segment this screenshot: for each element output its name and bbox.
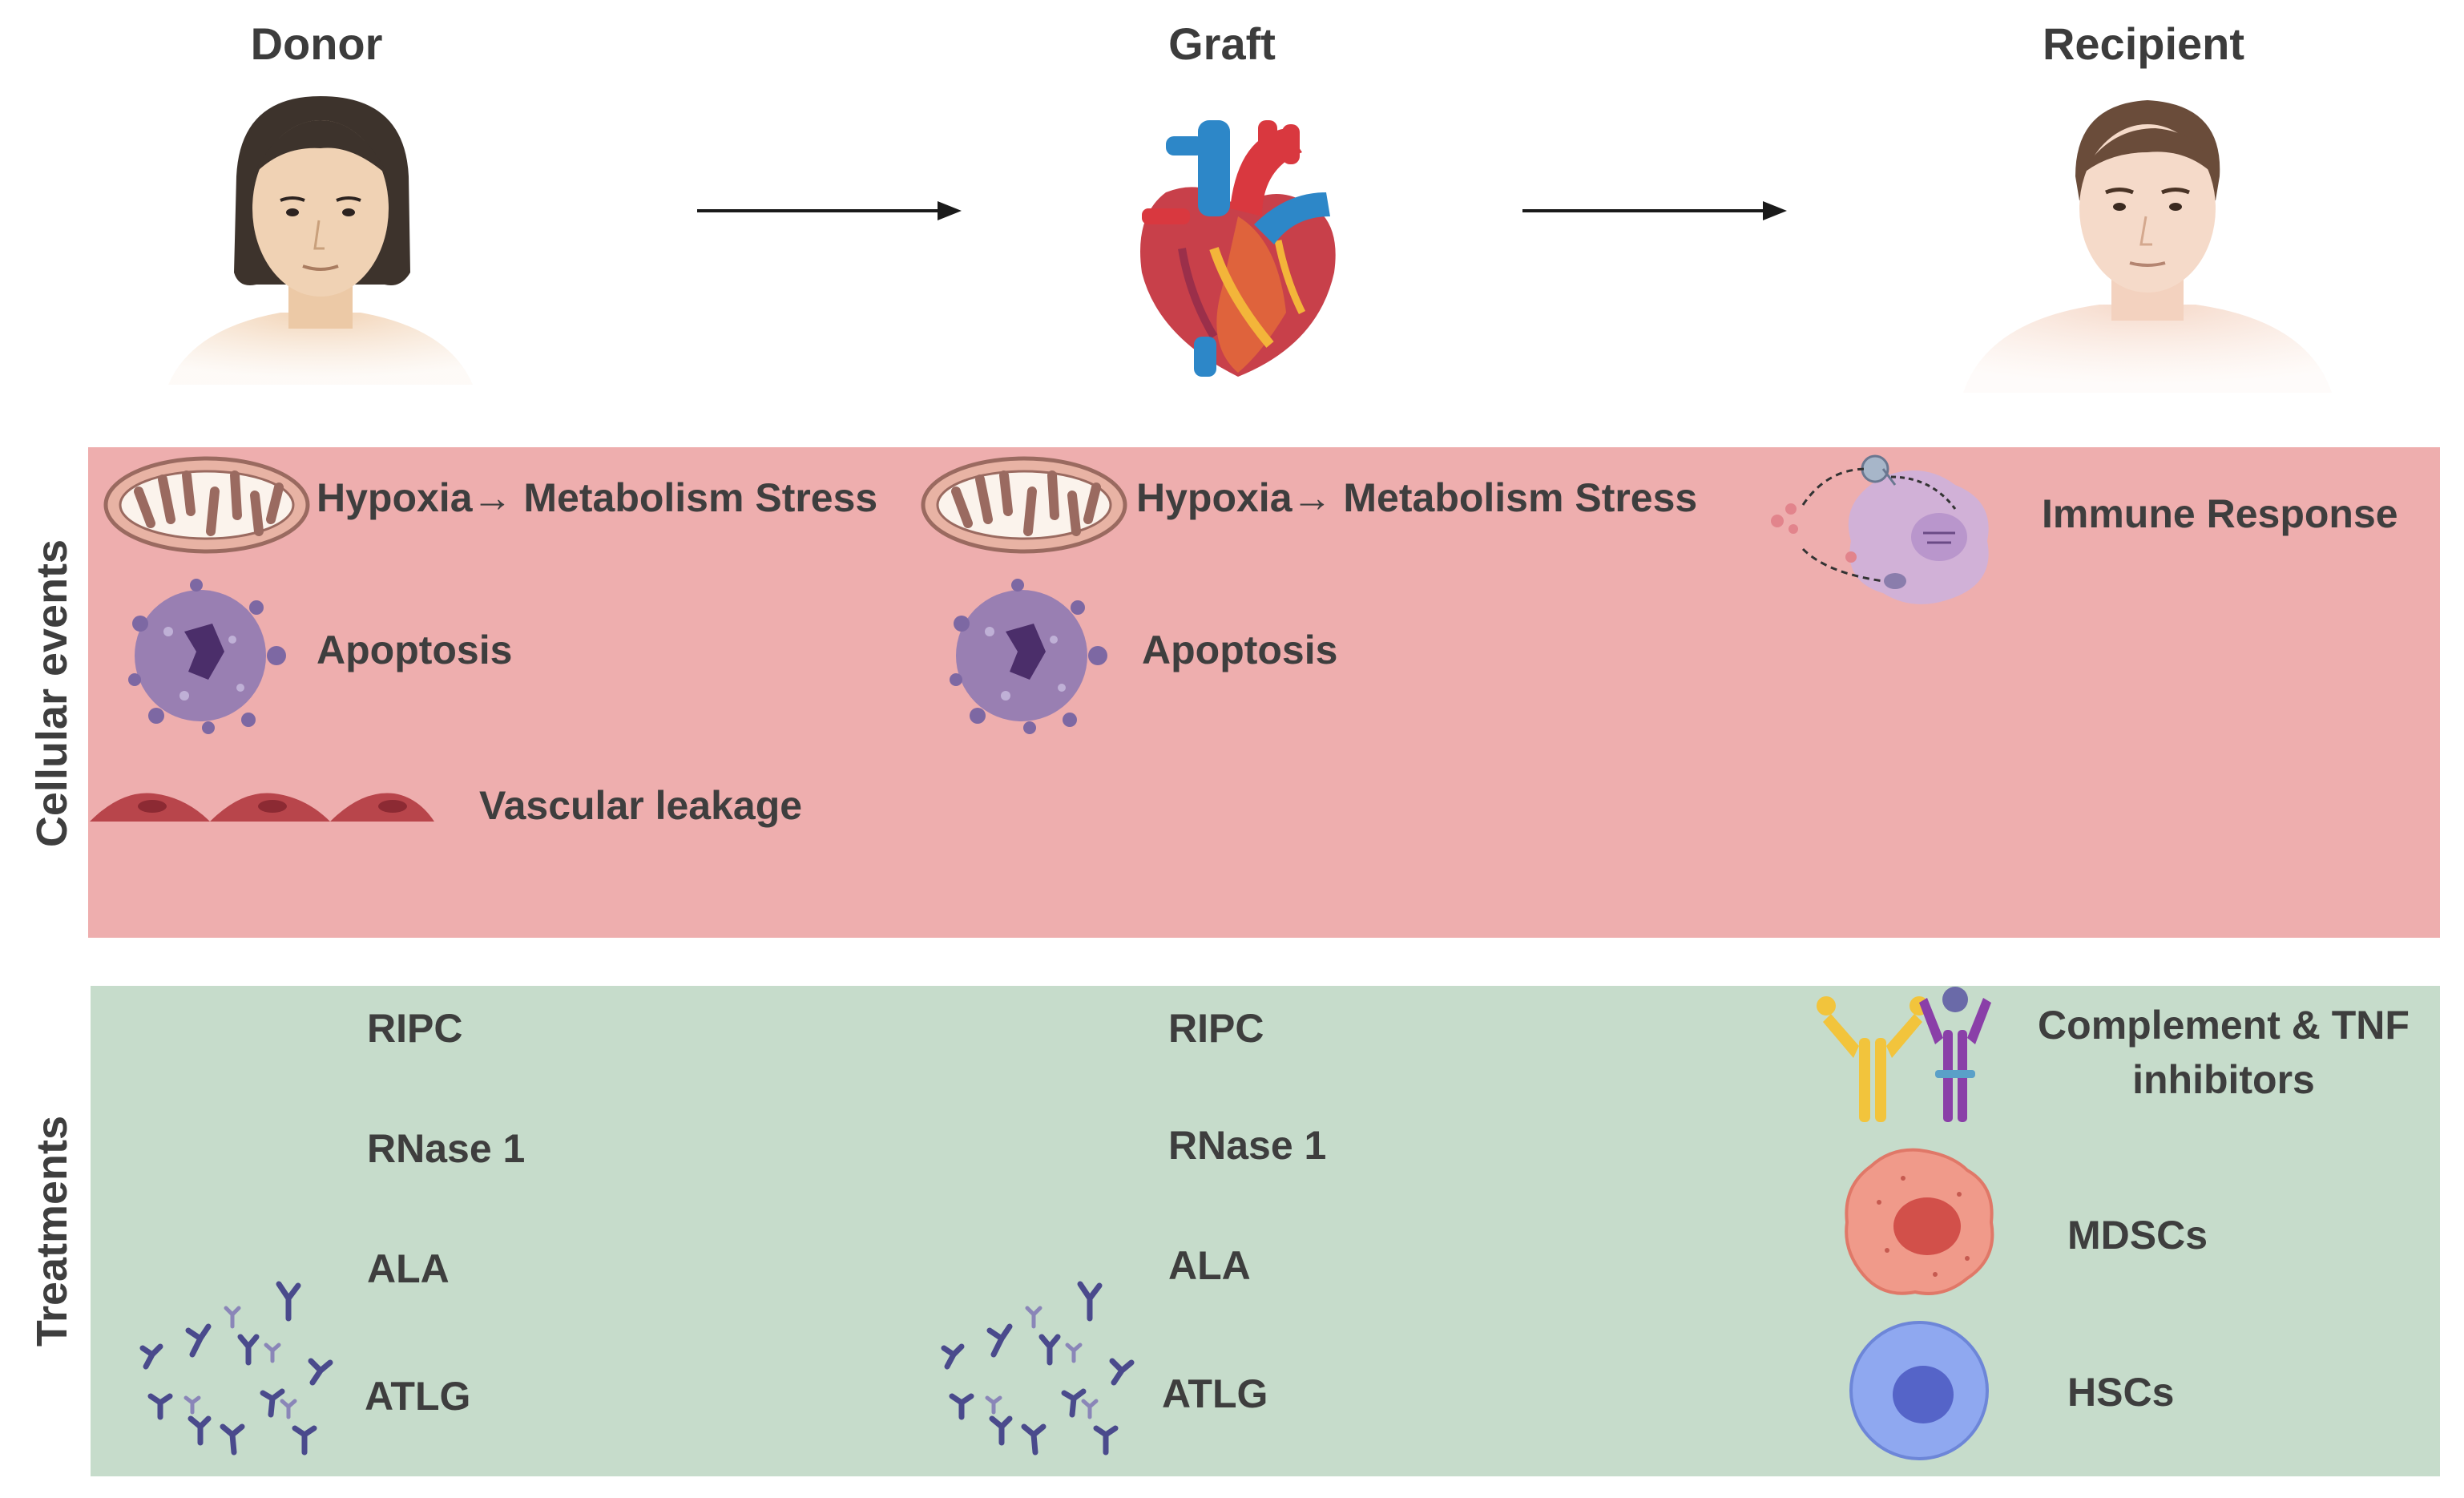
arrow-graft-to-recipient: [1522, 199, 1787, 223]
recipient-title: Recipient: [2042, 18, 2245, 69]
antibodies-icon: [930, 1274, 1146, 1459]
treatments-band: [91, 986, 2440, 1476]
graft-title: Graft: [1168, 18, 1276, 69]
man-bust-icon: [1955, 80, 2340, 401]
recipient-complement-line2: inhibitors: [2132, 1057, 2315, 1102]
recipient-mdscs-label: MDSCs: [2067, 1213, 2208, 1258]
hsc-cell-icon: [1847, 1318, 1991, 1463]
woman-bust-icon: [160, 88, 481, 393]
graft-rnase-label: RNase 1: [1168, 1123, 1327, 1168]
graft-ripc-label: RIPC: [1168, 1006, 1264, 1051]
treatments-label: Treatments: [28, 1115, 76, 1347]
arrow-donor-to-graft: [697, 199, 962, 223]
donor-title: Donor: [250, 18, 383, 69]
donor-vascular-label: Vascular leakage: [479, 783, 803, 828]
immune-cell-icon: [1755, 445, 2019, 621]
donor-rnase-label: RNase 1: [367, 1126, 526, 1171]
antibodies-icon: [128, 1274, 345, 1459]
endothelial-cells-icon: [90, 785, 434, 826]
graft-hypoxia-label: Hypoxia→ Metabolism Stress: [1136, 475, 1698, 520]
donor-hypoxia-label: Hypoxia→ Metabolism Stress: [317, 475, 878, 520]
cellular-events-label: Cellular events: [28, 539, 76, 848]
heart-icon: [1118, 104, 1350, 385]
mitochondria-icon: [920, 455, 1128, 555]
donor-ripc-label: RIPC: [367, 1006, 463, 1051]
graft-atlg-label: ATLG: [1162, 1371, 1268, 1416]
apoptotic-cell-icon: [120, 575, 296, 736]
mitochondria-icon: [103, 455, 311, 555]
recipient-immune-label: Immune Response: [2042, 491, 2398, 536]
donor-atlg-label: ATLG: [365, 1374, 471, 1419]
mdsc-cell-icon: [1839, 1146, 1999, 1298]
recipient-complement-line1: Complement & TNF: [2038, 1003, 2410, 1048]
apoptotic-cell-icon: [942, 575, 1118, 736]
graft-apoptosis-label: Apoptosis: [1142, 628, 1338, 672]
antibody-inhibitor-icon: [1815, 982, 1999, 1126]
cellular-events-band: [88, 447, 2440, 938]
graft-ala-label: ALA: [1168, 1243, 1251, 1288]
donor-apoptosis-label: Apoptosis: [317, 628, 513, 672]
donor-ala-label: ALA: [367, 1246, 450, 1291]
recipient-hscs-label: HSCs: [2067, 1370, 2175, 1415]
